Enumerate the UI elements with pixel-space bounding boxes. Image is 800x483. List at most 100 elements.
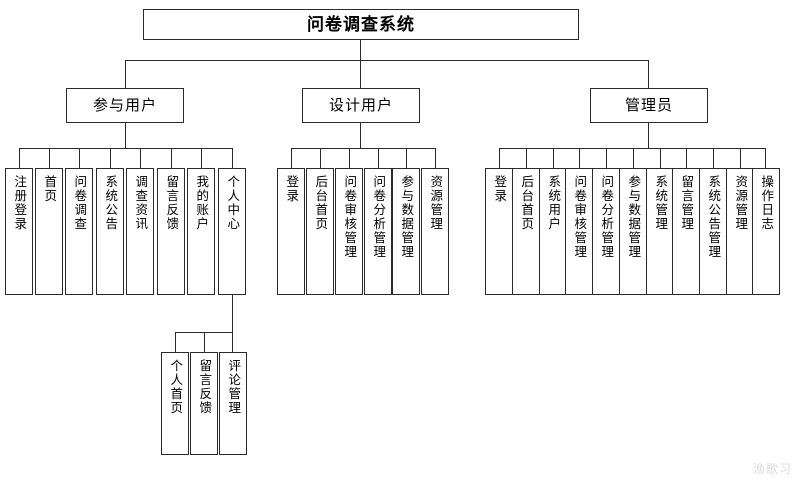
connector-leafdrop-g1-3	[110, 148, 111, 168]
leaf-node: 参与数据管理	[392, 168, 420, 295]
leaf-node: 参与数据管理	[619, 168, 647, 295]
connector-drop-design-user	[360, 60, 361, 88]
leaf-label: 问卷调查	[72, 175, 87, 231]
leaf-node: 问卷审核管理	[335, 168, 363, 295]
connector-leafdrop-g1-0	[19, 148, 20, 168]
leaf-node: 留言反馈	[157, 168, 185, 295]
leaf-label: 操作日志	[759, 175, 774, 231]
connector-leafbus-participating-user	[19, 148, 232, 149]
leaf-node: 登录	[277, 168, 305, 295]
leaf-node: 操作日志	[752, 168, 780, 295]
connector-leafdrop-g3-5	[633, 148, 634, 168]
connector-leafbus-administrator	[499, 148, 765, 149]
leaf-label: 问卷审核管理	[342, 175, 357, 259]
root-node: 问卷调查系统	[143, 9, 579, 40]
leaf-node: 问卷审核管理	[565, 168, 593, 295]
leaf-label: 留言反馈	[197, 359, 212, 415]
connector-leafdrop-g3-2	[553, 148, 554, 168]
leaf-label: 我的账户	[194, 175, 209, 231]
connector-leafdrop-g2-2	[349, 148, 350, 168]
leaf-node: 资源管理	[421, 168, 449, 295]
branch-label-administrator: 管理员	[624, 96, 673, 114]
connector-leafdrop-sub-1	[204, 332, 205, 352]
leaf-label: 问卷分析管理	[371, 175, 386, 259]
leaf-node: 问卷调查	[65, 168, 93, 295]
leaf-node: 系统管理	[646, 168, 674, 295]
leaf-node: 留言反馈	[190, 352, 218, 455]
leaf-label: 留言管理	[679, 175, 694, 231]
root-node-label: 问卷调查系统	[307, 14, 415, 34]
connector-leafdrop-g3-3	[579, 148, 580, 168]
connector-leafdrop-g2-5	[435, 148, 436, 168]
leaf-label: 系统公告管理	[706, 175, 721, 259]
leaf-label: 个人中心	[225, 175, 240, 231]
leaf-label: 评论管理	[226, 359, 241, 415]
leaf-label: 后台首页	[313, 175, 328, 231]
leaf-label: 调查资讯	[133, 175, 148, 231]
connector-stem-design-user	[360, 123, 361, 148]
connector-drop-participating-user	[125, 60, 126, 88]
connector-leafbus-design-user	[291, 148, 435, 149]
branch-node-administrator: 管理员	[590, 88, 708, 123]
leaf-label: 资源管理	[733, 175, 748, 231]
leaf-node: 留言管理	[672, 168, 700, 295]
leaf-label: 系统用户	[546, 175, 561, 231]
leaf-node: 评论管理	[219, 352, 247, 455]
leaf-label: 问卷审核管理	[572, 175, 587, 259]
leaf-node: 调查资讯	[126, 168, 154, 295]
branch-node-design-user: 设计用户	[302, 88, 420, 123]
watermark: 渔歌习	[752, 462, 792, 476]
connector-leafdrop-sub-2	[232, 332, 233, 352]
branch-label-participating-user: 参与用户	[92, 96, 157, 114]
connector-leafdrop-g2-3	[378, 148, 379, 168]
connector-leafdrop-g1-1	[49, 148, 50, 168]
connector-leafdrop-sub-0	[175, 332, 176, 352]
connector-leafdrop-g3-6	[660, 148, 661, 168]
leaf-label: 留言反馈	[164, 175, 179, 231]
leaf-label: 个人首页	[168, 359, 183, 415]
leaf-node: 问卷分析管理	[364, 168, 392, 295]
connector-stem-participating-user	[125, 123, 126, 148]
leaf-node: 系统公告	[96, 168, 124, 295]
leaf-node: 系统公告管理	[699, 168, 727, 295]
leaf-label: 后台首页	[519, 175, 534, 231]
leaf-label: 注册登录	[12, 175, 27, 231]
leaf-label: 系统公告	[103, 175, 118, 231]
connector-leafdrop-g3-4	[606, 148, 607, 168]
leaf-node: 登录	[485, 168, 513, 295]
leaf-label: 资源管理	[428, 175, 443, 231]
leaf-node: 我的账户	[187, 168, 215, 295]
connector-stem-personal-center	[232, 295, 233, 332]
leaf-node-personal-center: 个人中心	[218, 168, 246, 295]
connector-leafdrop-g3-1	[526, 148, 527, 168]
connector-leafdrop-g2-1	[320, 148, 321, 168]
leaf-label: 首页	[42, 175, 57, 203]
connector-leafdrop-g3-10	[765, 148, 766, 168]
connector-leafdrop-g3-8	[713, 148, 714, 168]
leaf-node: 个人首页	[161, 352, 189, 455]
branch-node-participating-user: 参与用户	[66, 88, 184, 123]
connector-leafdrop-g1-5	[171, 148, 172, 168]
leaf-node: 资源管理	[726, 168, 754, 295]
leaf-label: 问卷分析管理	[599, 175, 614, 259]
leaf-node: 注册登录	[5, 168, 33, 295]
leaf-node: 问卷分析管理	[592, 168, 620, 295]
leaf-label: 登录	[284, 175, 299, 203]
connector-leafdrop-g2-4	[406, 148, 407, 168]
leaf-node: 后台首页	[512, 168, 540, 295]
connector-leafdrop-g3-0	[499, 148, 500, 168]
leaf-label: 登录	[492, 175, 507, 203]
branch-label-design-user: 设计用户	[328, 96, 393, 114]
connector-drop-administrator	[648, 60, 649, 88]
connector-leafdrop-g3-9	[740, 148, 741, 168]
connector-leafdrop-g1-2	[79, 148, 80, 168]
connector-leafdrop-g2-0	[291, 148, 292, 168]
leaf-label: 系统管理	[653, 175, 668, 231]
leaf-label: 参与数据管理	[399, 175, 414, 259]
connector-leafdrop-g1-6	[201, 148, 202, 168]
connector-leafdrop-g1-4	[140, 148, 141, 168]
connector-leafdrop-g3-7	[686, 148, 687, 168]
leaf-node: 系统用户	[539, 168, 567, 295]
connector-leafdrop-g1-7	[232, 148, 233, 168]
